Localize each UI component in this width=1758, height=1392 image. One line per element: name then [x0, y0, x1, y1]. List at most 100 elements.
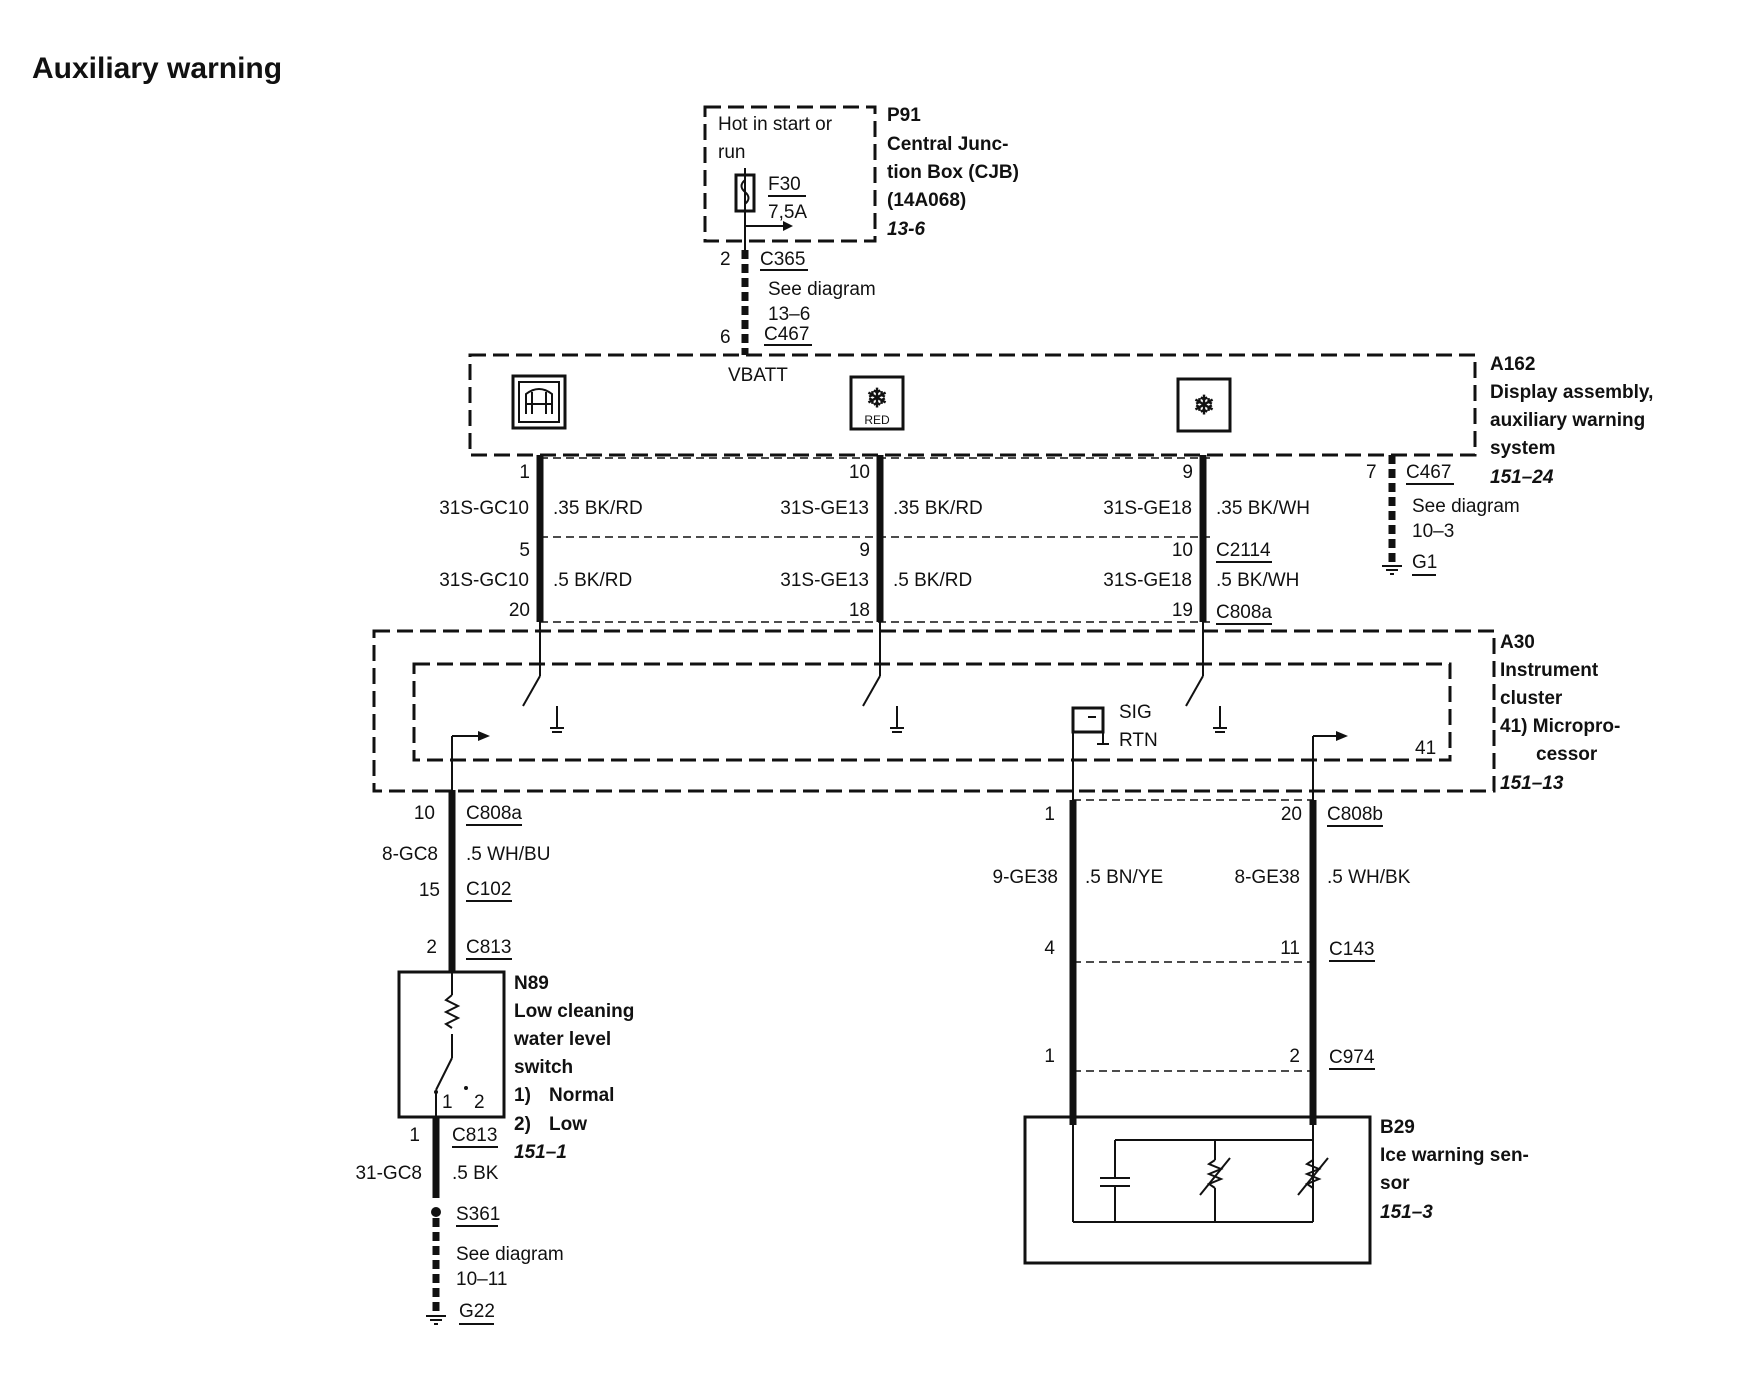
n89-ground-wire: 1 C813 31-GC8 .5 BK S361 See diagram 10–… — [355, 1117, 564, 1325]
n89-id: N89 — [514, 973, 549, 994]
n89-state2-num: 2) — [514, 1114, 531, 1135]
right-right-pin-c143: 11 — [1280, 938, 1300, 959]
switch-icon — [1185, 622, 1227, 733]
left-spec: .5 WH/BU — [466, 844, 550, 865]
a162-ground-connector: C467 — [1406, 462, 1451, 483]
n89-ref: 151–1 — [514, 1142, 567, 1163]
wire3-spec-lower: .5 BK/WH — [1216, 570, 1299, 591]
a30-instrument-cluster: SIG RTN 41 A30 Instrument cluster 41) Mi… — [372, 622, 1620, 794]
n89-desc-2: water level — [513, 1029, 611, 1050]
n89-contact-2: 2 — [474, 1092, 485, 1113]
wire1-circuit-upper: 31S-GC10 — [439, 498, 529, 519]
see-diagram-13-6-2: 13–6 — [768, 304, 810, 325]
a162-desc-2: auxiliary warning — [1490, 410, 1645, 431]
c467-top-connector: C467 — [764, 324, 809, 345]
c143-connector: C143 — [1329, 939, 1374, 960]
n89-desc-3: switch — [514, 1057, 573, 1078]
see-diagram-10-3-1: See diagram — [1412, 496, 1520, 517]
wire2-pin-a162: 10 — [849, 462, 870, 483]
p91-hot-label-1: Hot in start or — [718, 114, 833, 135]
washer-fluid-icon — [511, 374, 567, 430]
right-left-pin-c143: 4 — [1044, 938, 1055, 959]
thermistor-icon — [1297, 1157, 1329, 1196]
ground-icon — [426, 1315, 446, 1325]
p91-hot-label-2: run — [718, 142, 745, 163]
wire3-spec-upper: .35 BK/WH — [1216, 498, 1310, 519]
b29-ice-warning-sensor: B29 Ice warning sen- sor 151–3 — [1023, 1115, 1529, 1265]
n89-water-level-switch: 1 2 N89 Low cleaning water level switch … — [397, 970, 634, 1163]
right-wire-chain: 1 9-GE38 .5 BN/YE 4 1 20 8-GE38 .5 WH/BK… — [993, 732, 1411, 1125]
right-left-spec: .5 BN/YE — [1085, 867, 1163, 888]
fuse-id: F30 — [768, 174, 801, 195]
a162-id: A162 — [1490, 354, 1535, 375]
wire1-pin-c2114: 5 — [519, 540, 530, 561]
b29-id: B29 — [1380, 1117, 1415, 1138]
a162-desc-3: system — [1490, 438, 1556, 459]
wire2-circuit-upper: 31S-GE13 — [780, 498, 869, 519]
p91-ref: 13-6 — [887, 219, 925, 240]
switch-icon — [862, 622, 904, 733]
a30-desc-1: Instrument — [1500, 660, 1599, 681]
svg-text:❄: ❄ — [866, 383, 888, 413]
p91-central-junction-box: Hot in start or run F30 7,5A P91 Central… — [703, 105, 1019, 250]
n89-out-spec: .5 BK — [452, 1163, 499, 1184]
right-left-pin-top: 1 — [1044, 804, 1055, 825]
n89-out-circuit: 31-GC8 — [355, 1163, 422, 1184]
wire1-pin-c808a: 20 — [509, 600, 530, 621]
b29-desc-2: sor — [1380, 1173, 1410, 1194]
wire2-pin-c808a: 18 — [849, 600, 870, 621]
right-right-pin-c974: 2 — [1289, 1046, 1300, 1067]
wire3-pin-c808a: 19 — [1172, 600, 1193, 621]
wire3-pin-a162: 9 — [1182, 462, 1193, 483]
see-diagram-13-6-1: See diagram — [768, 279, 876, 300]
right-right-circuit: 8-GE38 — [1235, 867, 1300, 888]
n89-state1-num: 1) — [514, 1085, 531, 1106]
g22-ground-label: G22 — [459, 1301, 495, 1322]
wire1-circuit-lower: 31S-GC10 — [439, 570, 529, 591]
switch-icon — [434, 1057, 468, 1117]
see-diagram-10-11-1: See diagram — [456, 1244, 564, 1265]
wire2-spec-upper: .35 BK/RD — [893, 498, 983, 519]
n89-state2-label: Low — [549, 1114, 587, 1135]
c365-connector: C365 — [760, 249, 805, 270]
c467-top-pin: 6 — [720, 327, 731, 348]
right-left-circuit: 9-GE38 — [993, 867, 1058, 888]
n89-state1-label: Normal — [549, 1085, 614, 1106]
svg-text:❄: ❄ — [1193, 390, 1215, 420]
upper-wire-bundle: 1 31S-GC10 .35 BK/RD 5 31S-GC10 .5 BK/RD… — [439, 455, 1310, 625]
c365-pin: 2 — [720, 249, 731, 270]
wire3-circuit-upper: 31S-GE18 — [1103, 498, 1192, 519]
right-left-pin-c974: 1 — [1044, 1046, 1055, 1067]
p91-desc-2: tion Box (CJB) — [887, 162, 1019, 183]
a162-ref: 151–24 — [1490, 467, 1554, 488]
wire1-pin-a162: 1 — [519, 462, 530, 483]
left-wire-chain: 10 C808a 8-GC8 .5 WH/BU 15 C102 2 C813 — [382, 736, 550, 972]
left-pin2: 15 — [419, 880, 440, 901]
a30-id: A30 — [1500, 632, 1535, 653]
a162-ground-wire: 7 C467 See diagram 10–3 G1 — [1366, 455, 1520, 576]
left-conn2: C102 — [466, 879, 511, 900]
rtn-label: RTN — [1119, 730, 1158, 751]
g1-ground-label: G1 — [1412, 552, 1437, 573]
a30-ref: 151–13 — [1500, 773, 1564, 794]
resistor-icon — [443, 972, 461, 1058]
snowflake-icon: ❄ — [1176, 377, 1232, 433]
fuse-rating: 7,5A — [768, 202, 807, 223]
left-pin3: 2 — [426, 937, 437, 958]
b29-ref: 151–3 — [1380, 1202, 1433, 1223]
wire1-spec-upper: .35 BK/RD — [553, 498, 643, 519]
c808b-connector: C808b — [1327, 804, 1383, 825]
ground-icon — [1382, 565, 1402, 575]
fuse-icon — [734, 168, 793, 250]
p91-desc-1: Central Junc- — [887, 134, 1008, 155]
p91-desc-3: (14A068) — [887, 190, 966, 211]
wire2-spec-lower: .5 BK/RD — [893, 570, 972, 591]
wire3-circuit-lower: 31S-GE18 — [1103, 570, 1192, 591]
b29-desc-1: Ice warning sen- — [1380, 1145, 1529, 1166]
p91-id: P91 — [887, 105, 921, 126]
left-circuit: 8-GC8 — [382, 844, 438, 865]
a162-display-assembly: VBATT ❄ RED ❄ A162 Display assembly, aux… — [468, 353, 1653, 488]
vbatt-label: VBATT — [728, 365, 788, 386]
a30-desc-2: cluster — [1500, 688, 1563, 709]
